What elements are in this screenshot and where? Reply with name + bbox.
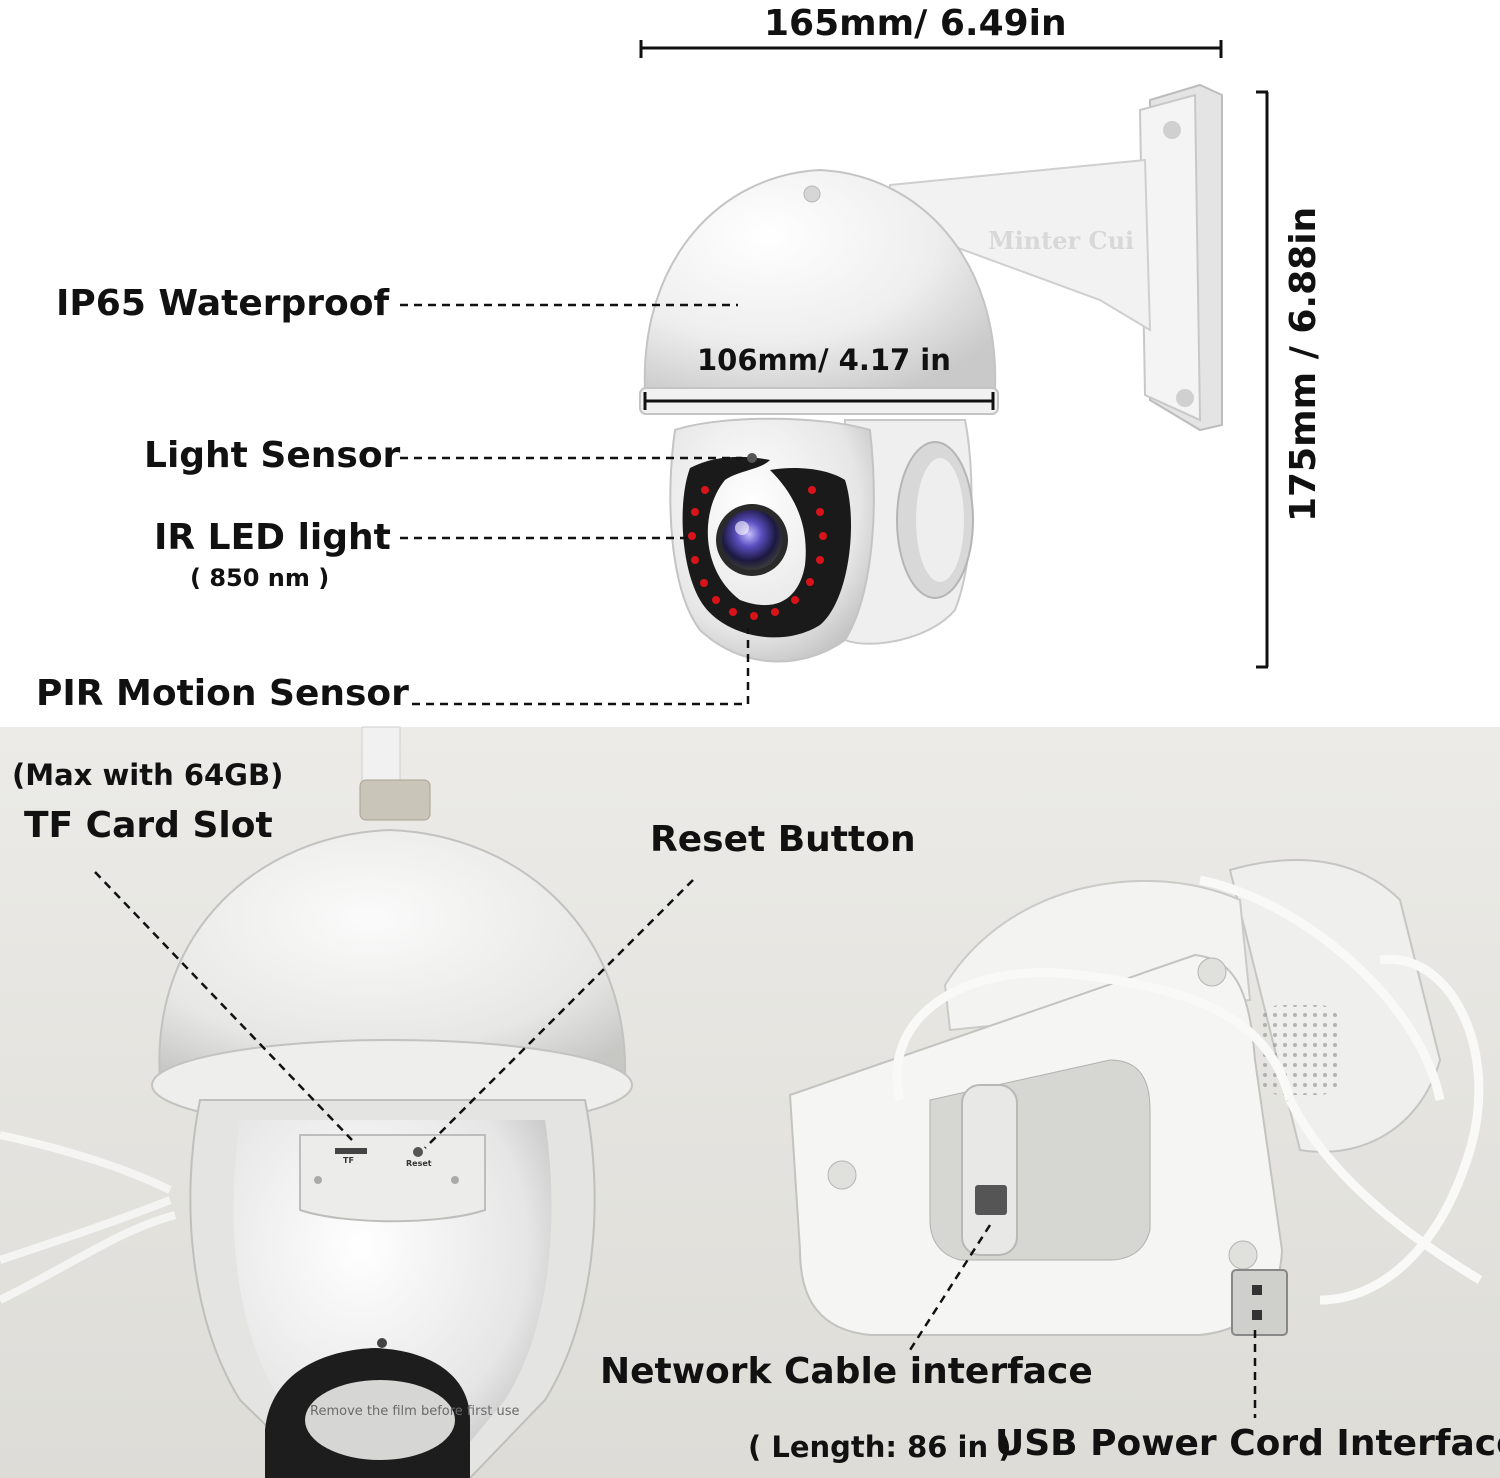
wall-bracket <box>878 83 1223 432</box>
camera-bracket-view <box>788 859 1442 1336</box>
dome-dimension-label: 106mm/ 4.17 in <box>697 343 951 377</box>
reset-button-label: Reset Button <box>650 819 916 860</box>
height-dimension-line <box>1256 90 1269 669</box>
usb-power-cord-label: USB Power Cord Interface <box>995 1423 1500 1464</box>
watermark: Minter Cui <box>988 226 1135 255</box>
camera-back-view <box>151 726 633 1478</box>
height-dimension-label: 175mm / 6.88in <box>1283 206 1324 522</box>
network-cable-label: Network Cable interface <box>600 1351 1093 1392</box>
reset-mark: Reset <box>406 1159 432 1168</box>
cables-right <box>892 875 1484 1305</box>
camera-head <box>669 417 974 663</box>
cord-length-label: ( Length: 86 in ) <box>748 1430 1012 1464</box>
tf-mark: TF <box>343 1156 354 1165</box>
ir-wavelength-label: ( 850 nm ) <box>190 564 330 592</box>
ir-led-label: IR LED light <box>154 517 391 558</box>
cables-left <box>0 1131 177 1304</box>
pir-motion-sensor-label: PIR Motion Sensor <box>36 673 409 714</box>
ip65-waterproof-label: IP65 Waterproof <box>56 283 390 324</box>
tf-capacity-label: (Max with 64GB) <box>12 758 284 792</box>
tf-card-slot-label: TF Card Slot <box>24 805 273 846</box>
width-dimension-label: 165mm/ 6.49in <box>764 3 1067 44</box>
top-leader-lines <box>400 303 750 706</box>
width-dimension-line <box>639 40 1223 58</box>
bottom-leader-lines <box>94 871 1257 1418</box>
ir-led-dots <box>688 486 827 620</box>
film-notice: Remove the film before first use <box>310 1404 520 1419</box>
dome-dimension-line <box>643 392 995 410</box>
light-sensor-label: Light Sensor <box>144 435 401 476</box>
